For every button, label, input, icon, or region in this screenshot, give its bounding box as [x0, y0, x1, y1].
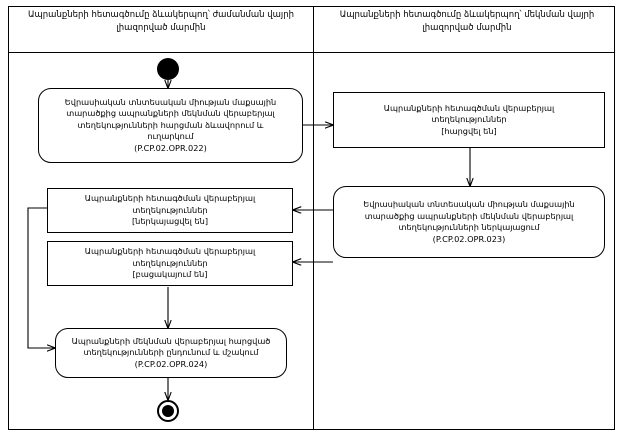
object-node-absent[interactable]: Ապրանքների հետագծման վերաբերյալ տեղեկութ… — [47, 241, 293, 286]
activity-node-024[interactable]: Ապրանքների մեկնման վերաբերյալ հարցված տե… — [55, 328, 287, 378]
activity-node-022[interactable]: Եվրասիական տնտեսական միության մաքսային տ… — [38, 88, 303, 163]
swimlane-divider — [313, 6, 314, 430]
object-node-absent-label: Ապրանքների հետագծման վերաբերյալ տեղեկութ… — [84, 246, 256, 280]
activity-node-022-label: Եվրասիական տնտեսական միության մաքսային տ… — [64, 96, 277, 153]
object-node-submitted[interactable]: Ապրանքների հետագծման վերաբերյալ տեղեկութ… — [47, 188, 293, 233]
swimlane-header-right: Ապրանքների հետագծումը ձևակերպող՝ մեկնման… — [339, 10, 595, 33]
object-node-requested[interactable]: Ապրանքների հետագծման վերաբերյալ տեղեկութ… — [333, 92, 605, 148]
activity-node-023-label: Եվրասիական տնտեսական միության մաքսային տ… — [363, 199, 575, 244]
object-node-submitted-label: Ապրանքների հետագծման վերաբերյալ տեղեկութ… — [84, 193, 256, 227]
activity-node-024-label: Ապրանքների մեկնման վերաբերյալ հարցված տե… — [71, 335, 271, 369]
activity-node-023[interactable]: Եվրասիական տնտեսական միության մաքսային տ… — [333, 186, 605, 258]
object-node-requested-label: Ապրանքների հետագծման վերաբերյալ տեղեկութ… — [383, 102, 555, 136]
initial-node — [157, 58, 179, 80]
final-node — [157, 400, 179, 422]
swimlane-header-rule — [8, 52, 615, 53]
swimlane-frame — [8, 6, 615, 430]
swimlane-header-left: Ապրանքների հետագծումը ձևակերպող՝ ժամանմա… — [28, 10, 294, 33]
